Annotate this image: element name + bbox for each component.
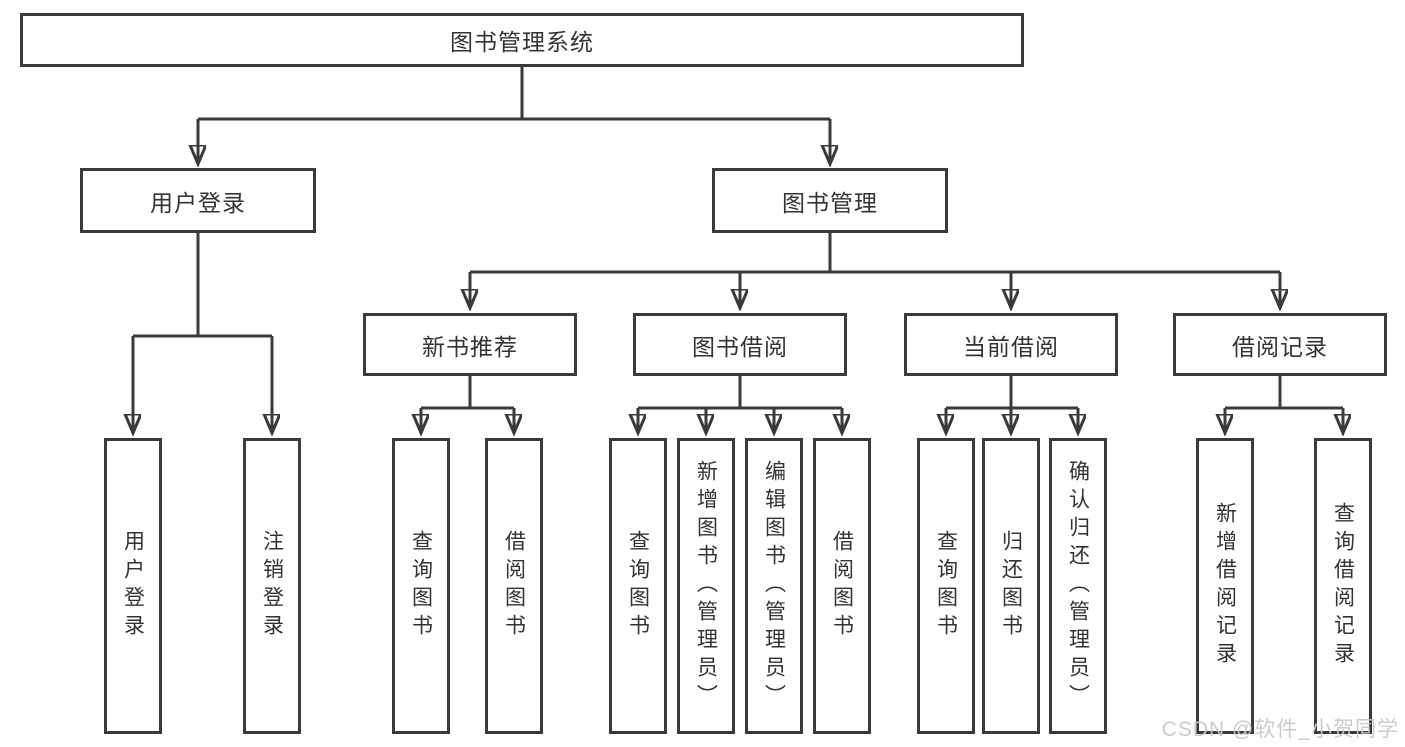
node-book-borrowing: 图书借阅: [633, 313, 847, 376]
node-book-management-system: 图书管理系统: [20, 13, 1024, 67]
leaf-borrow-books-recommend: 借阅图书: [485, 438, 543, 734]
leaf-return-books: 归还图书: [982, 438, 1040, 734]
leaf-user-login: 用户登录: [104, 438, 162, 734]
node-book-management: 图书管理: [712, 168, 948, 233]
node-current-borrowing: 当前借阅: [904, 313, 1118, 376]
leaf-confirm-return-admin: 确认归还（管理员）: [1049, 438, 1107, 734]
node-borrowing-records: 借阅记录: [1173, 313, 1387, 376]
node-user-login: 用户登录: [80, 168, 316, 233]
leaf-query-borrow-record: 查询借阅记录: [1314, 438, 1372, 734]
leaf-edit-books-admin: 编辑图书（管理员）: [745, 438, 803, 734]
leaf-query-books-borrowing: 查询图书: [609, 438, 667, 734]
csdn-watermark: CSDN @软件_小贺同学: [1161, 718, 1399, 741]
leaf-query-books-recommend: 查询图书: [392, 438, 450, 734]
leaf-add-books-admin: 新增图书（管理员）: [677, 438, 735, 734]
leaf-borrow-books-borrowing: 借阅图书: [813, 438, 871, 734]
leaf-add-borrow-record: 新增借阅记录: [1196, 438, 1254, 734]
node-new-book-recommend: 新书推荐: [363, 313, 577, 376]
leaf-query-books-current: 查询图书: [917, 438, 975, 734]
leaf-logout: 注销登录: [243, 438, 301, 734]
